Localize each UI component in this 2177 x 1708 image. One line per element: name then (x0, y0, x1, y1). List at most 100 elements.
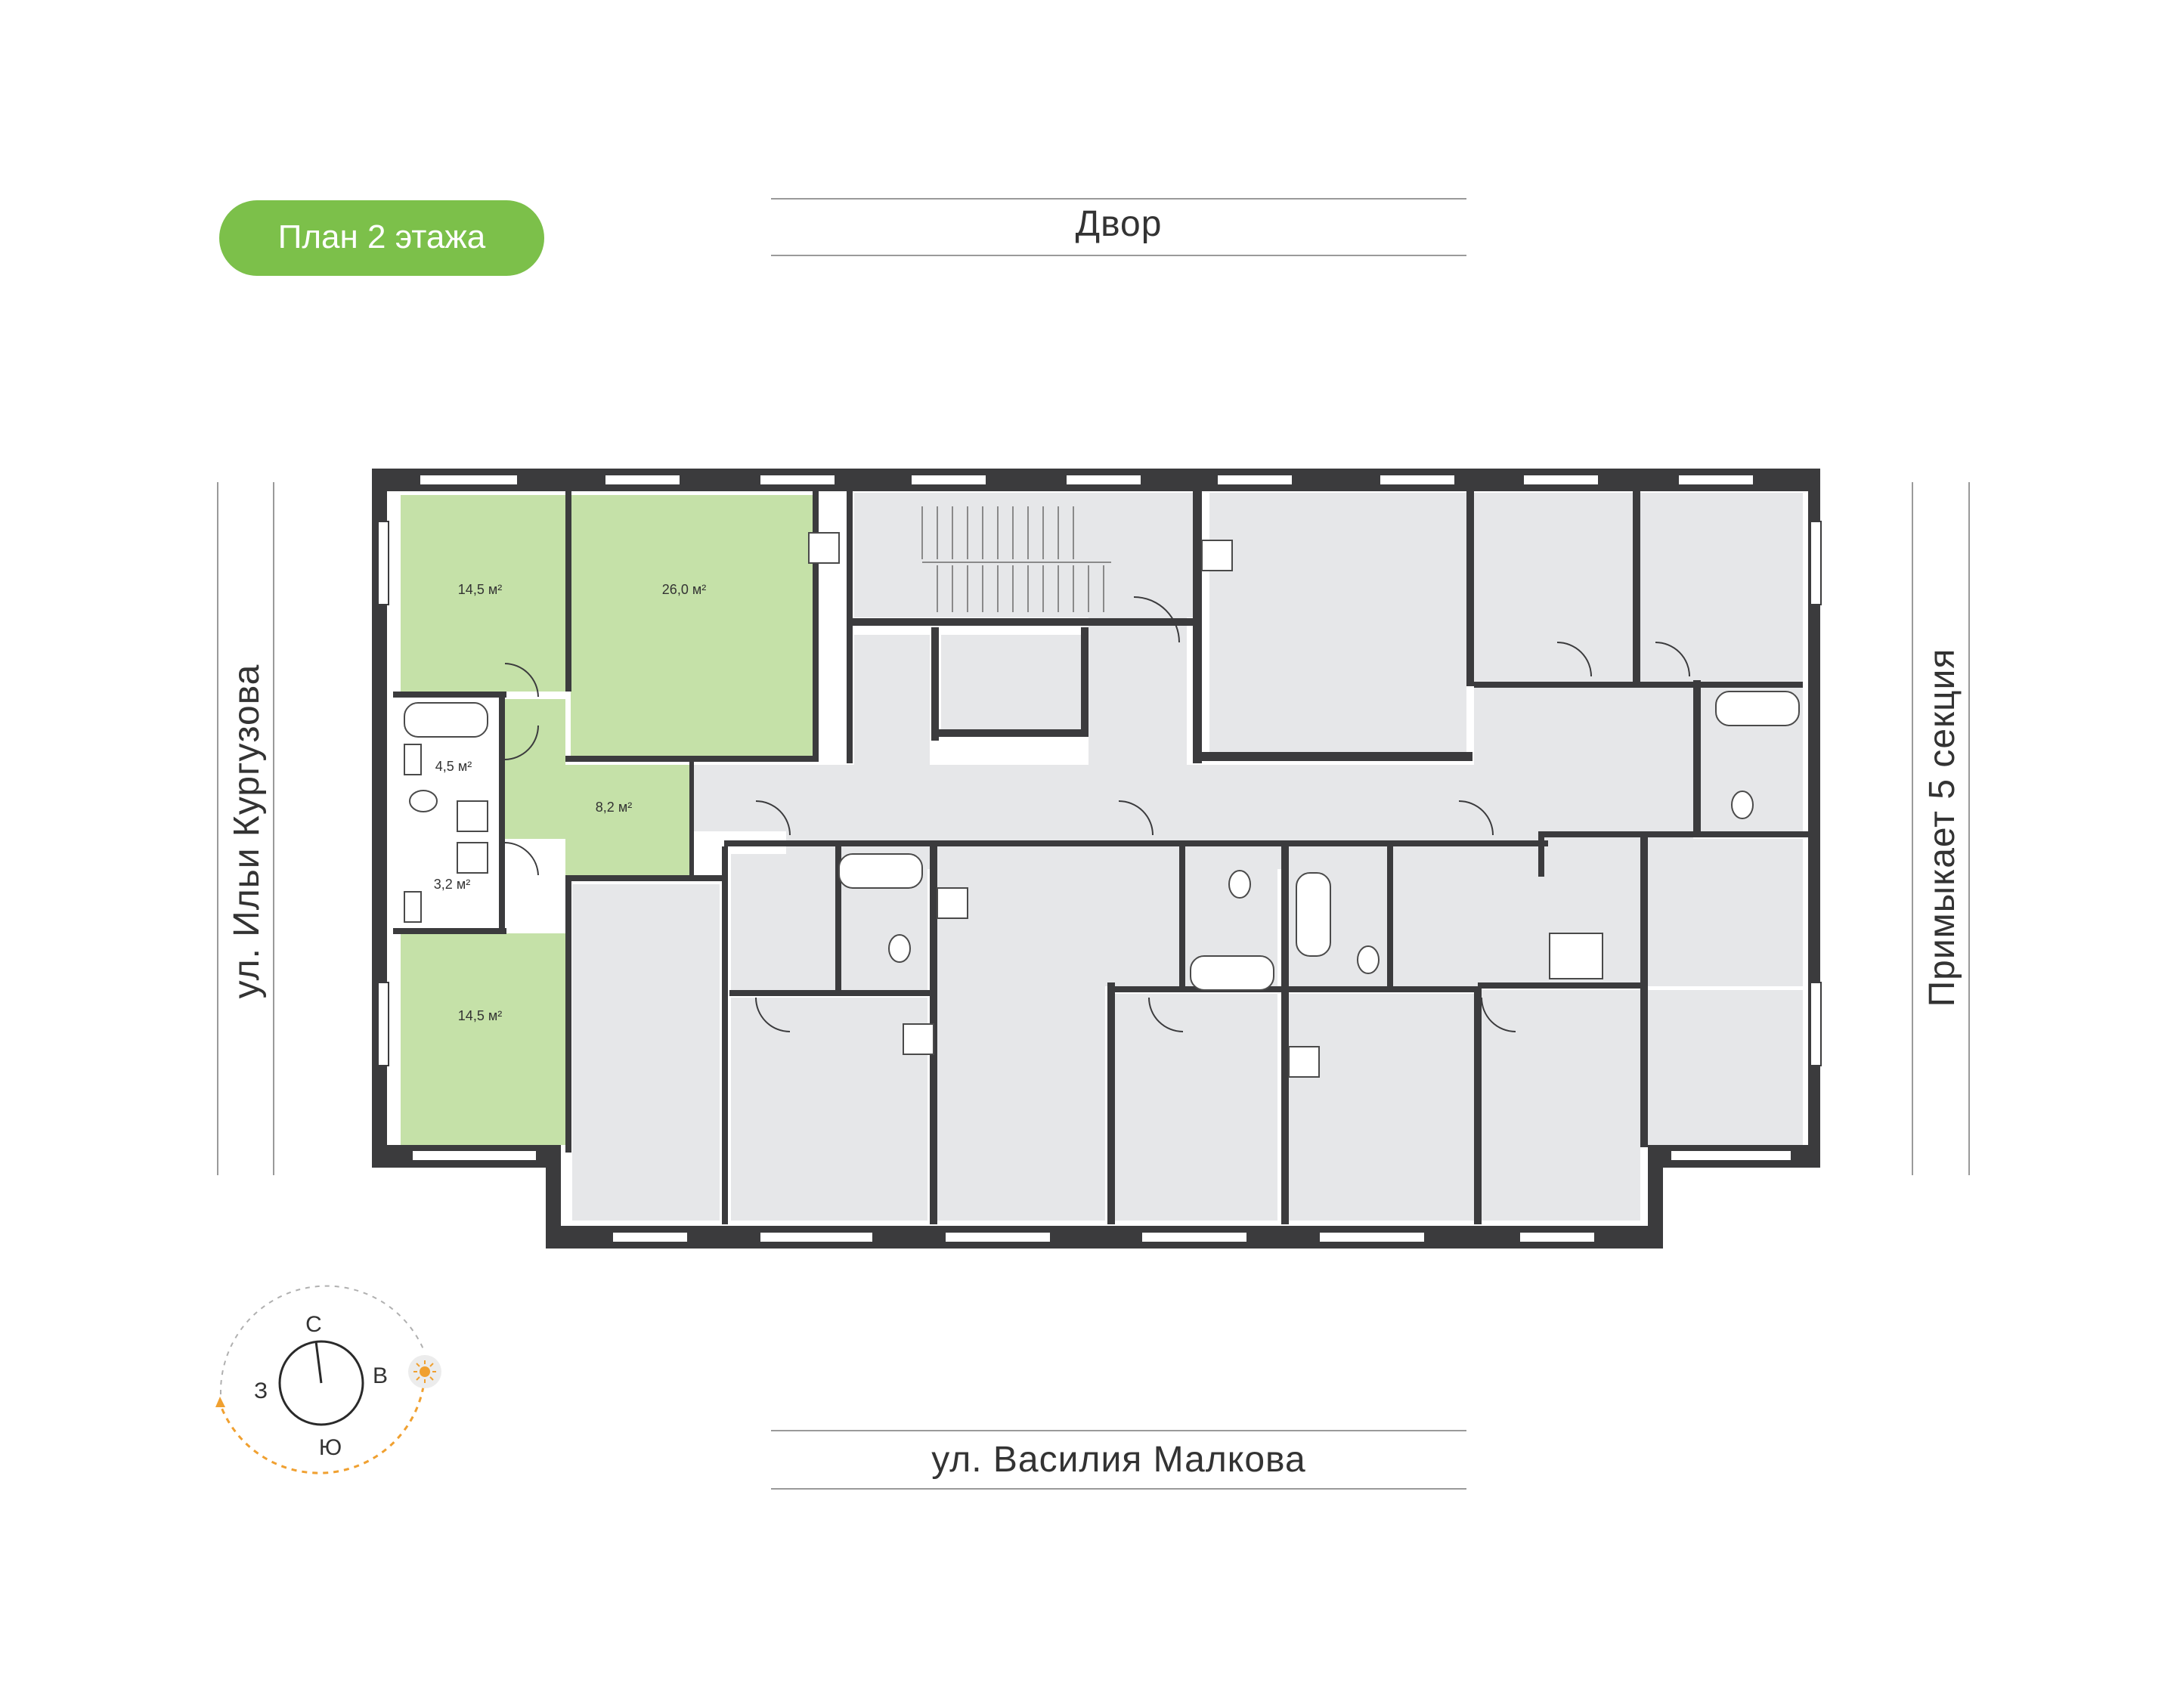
door-7 (755, 800, 791, 836)
window-1 (419, 474, 519, 486)
window-b1 (411, 1149, 537, 1162)
wall-g (565, 756, 819, 762)
stove-icon-3 (903, 1023, 934, 1055)
wall-o (1081, 627, 1088, 737)
sun-icon-rays (413, 1360, 436, 1383)
compass-needle (314, 1341, 323, 1384)
sink-icon (404, 744, 422, 775)
room-top-r1 (1209, 493, 1466, 753)
toilet-icon (409, 790, 438, 812)
compass-arc-day (219, 1285, 424, 1395)
window-b4 (944, 1231, 1051, 1243)
wall-y (1478, 982, 1648, 989)
sun-icon (408, 1355, 441, 1388)
fixtures (404, 532, 1800, 1078)
wall-ai (1387, 846, 1393, 990)
bathtub-icon-2 (838, 853, 923, 889)
shower-icon-3 (1549, 933, 1603, 979)
shower-icon (457, 800, 488, 832)
window-b2 (612, 1231, 689, 1243)
wall-z (1474, 986, 1482, 1224)
wall-x (1640, 837, 1648, 1147)
stove-icon-2 (1201, 540, 1233, 571)
stove-icon-4 (937, 887, 968, 919)
street-right: Примыкает 5 секция (1912, 482, 1970, 1175)
window-b8 (1670, 1149, 1792, 1162)
wall-i (565, 875, 724, 881)
door-6 (1655, 642, 1690, 677)
street-left-label: ул. Ильи Кургузова (227, 664, 267, 999)
room-bottom-4 (1115, 994, 1277, 1221)
compass-north: С (305, 1312, 322, 1337)
street-left: ул. Ильи Кургузова (217, 482, 274, 1175)
bathtub-icon-5 (1715, 691, 1800, 726)
wall-h (689, 760, 694, 880)
wall-p (1193, 491, 1202, 763)
bathtub-icon (404, 702, 488, 738)
windows (377, 474, 1822, 1243)
floor-badge: План 2 этажа (219, 200, 544, 276)
wall-aa (1281, 846, 1289, 1224)
wall-d (393, 928, 506, 934)
wall-f (813, 491, 819, 760)
toilet-icon-5 (1731, 791, 1754, 819)
elevator-shaft (941, 635, 1082, 729)
floor-badge-label: План 2 этажа (278, 218, 486, 255)
floor-badge-pill (219, 200, 544, 276)
door-5 (1556, 642, 1592, 677)
window-b5 (1141, 1231, 1248, 1243)
window-b6 (1318, 1231, 1426, 1243)
window-left-1 (377, 521, 389, 605)
wall-n (931, 729, 1086, 737)
toilet-icon-2 (888, 934, 911, 963)
room-bathroom-area: 4,5 м² (435, 759, 472, 774)
stove-icon (808, 532, 840, 564)
street-bottom: ул. Василия Малкова (771, 1430, 1466, 1490)
room-bottom-6 (1482, 990, 1640, 1221)
doors (504, 596, 1690, 1032)
bathtub-icon-3 (1190, 955, 1274, 991)
door-12 (1481, 997, 1516, 1032)
room-bottom-5 (1289, 994, 1474, 1221)
shower-icon-2 (457, 842, 488, 874)
compass-south: Ю (319, 1435, 342, 1460)
compass-west: З (254, 1378, 268, 1403)
room-wc-area: 3,2 м² (434, 877, 470, 892)
door-2 (504, 725, 539, 760)
street-right-label: Примыкает 5 секция (1922, 648, 1962, 1007)
door-11 (1148, 997, 1184, 1032)
building: 14,5 м² 26,0 м² 4,5 м² 8,2 м² 3,2 м² 14,… (372, 469, 1822, 1249)
window-3 (759, 474, 836, 486)
window-b3 (759, 1231, 874, 1243)
door-8 (1118, 800, 1154, 836)
room-bottom-2 (731, 998, 927, 1221)
sink-icon-2 (404, 891, 422, 923)
wall-t (1474, 682, 1803, 688)
street-top-label: Двор (1076, 204, 1163, 244)
wall-b (393, 692, 506, 698)
window-left-2 (377, 982, 389, 1066)
room-bottom-left-area: 14,5 м² (458, 1008, 502, 1023)
corridor-lift-lobby (1088, 493, 1187, 795)
stove-icon-5 (1288, 1046, 1320, 1078)
compass-east: В (373, 1363, 388, 1388)
toilet-icon-3 (1228, 870, 1251, 899)
room-top-r3 (1640, 493, 1803, 682)
room-hall-area: 8,2 м² (596, 800, 632, 815)
room-bottom-1 (572, 884, 720, 1221)
room-top-left (401, 495, 565, 692)
wall-u (1538, 831, 1544, 877)
window-4 (910, 474, 987, 486)
wall-s (1633, 491, 1640, 686)
room-top-r2 (1474, 493, 1633, 682)
sun-icon-core (420, 1366, 430, 1377)
window-2 (604, 474, 681, 486)
wall-q (1200, 752, 1472, 761)
window-right-1 (1810, 521, 1822, 605)
toilet-icon-4 (1357, 945, 1380, 974)
wall-af (1285, 986, 1474, 992)
door-9 (1458, 800, 1494, 836)
room-right-main (1648, 990, 1803, 1145)
wall-r (1466, 491, 1474, 686)
